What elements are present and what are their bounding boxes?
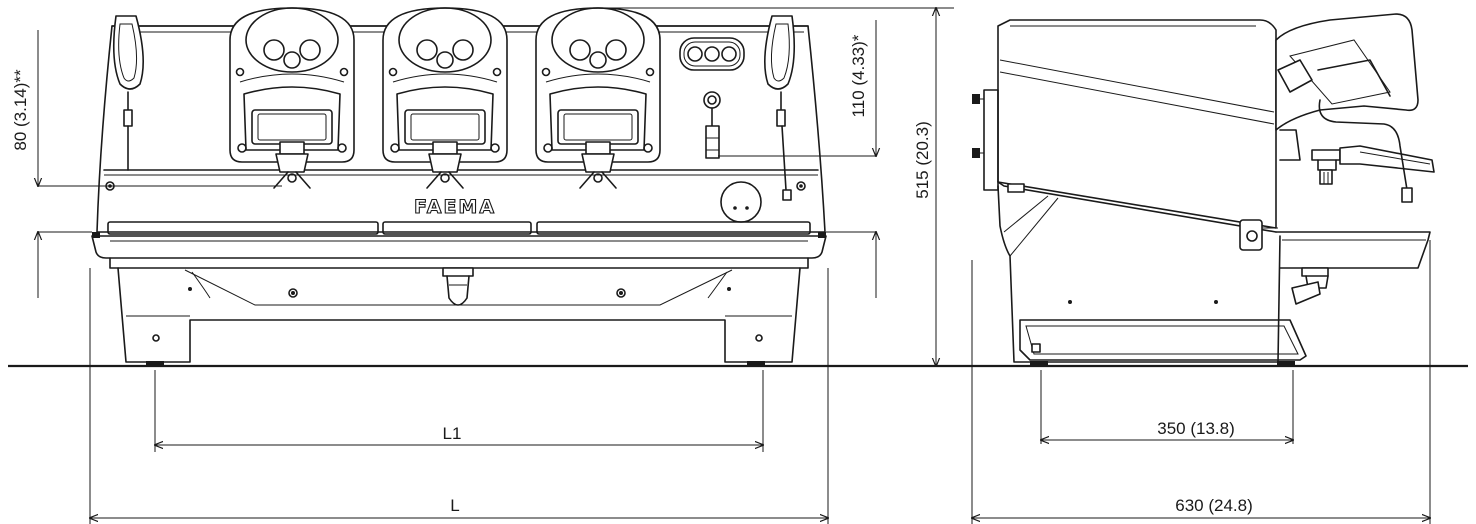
group-head-1: [229, 7, 355, 189]
front-drip-tray: [91, 235, 827, 259]
front-base: [117, 267, 801, 363]
control-button-panel: [679, 37, 745, 71]
dimension-label-515: 515 (20.3): [913, 121, 932, 199]
hot-water-spout: [705, 125, 720, 159]
pressure-gauge: [720, 181, 762, 223]
brand-logo: FAEMA: [414, 196, 496, 218]
side-upper-body: [997, 19, 1277, 229]
side-base-tray: [1019, 319, 1307, 361]
group-head-3: [535, 7, 661, 189]
dimension-label-L: L: [450, 496, 459, 515]
dimension-label-350: 350 (13.8): [1157, 419, 1235, 438]
dimension-lines: [38, 8, 1430, 524]
dimension-label-80: 80 (3.14)**: [11, 69, 30, 151]
side-portafilter-handle: [1339, 145, 1435, 173]
dimension-label-110: 110 (4.33)*: [849, 34, 868, 117]
dimension-label-L1: L1: [443, 424, 462, 443]
side-drip-tray: [1275, 231, 1431, 269]
side-lower-body: [997, 185, 1281, 363]
front-view: FAEMA: [91, 7, 827, 365]
left-steam-knob: [112, 15, 144, 90]
side-view: [972, 13, 1435, 365]
group-head-2: [382, 7, 508, 189]
dimension-label-630: 630 (24.8): [1175, 496, 1253, 515]
side-steam-wand: [1318, 99, 1409, 197]
side-group-cover: [1275, 13, 1419, 131]
right-steam-knob: [764, 15, 796, 90]
